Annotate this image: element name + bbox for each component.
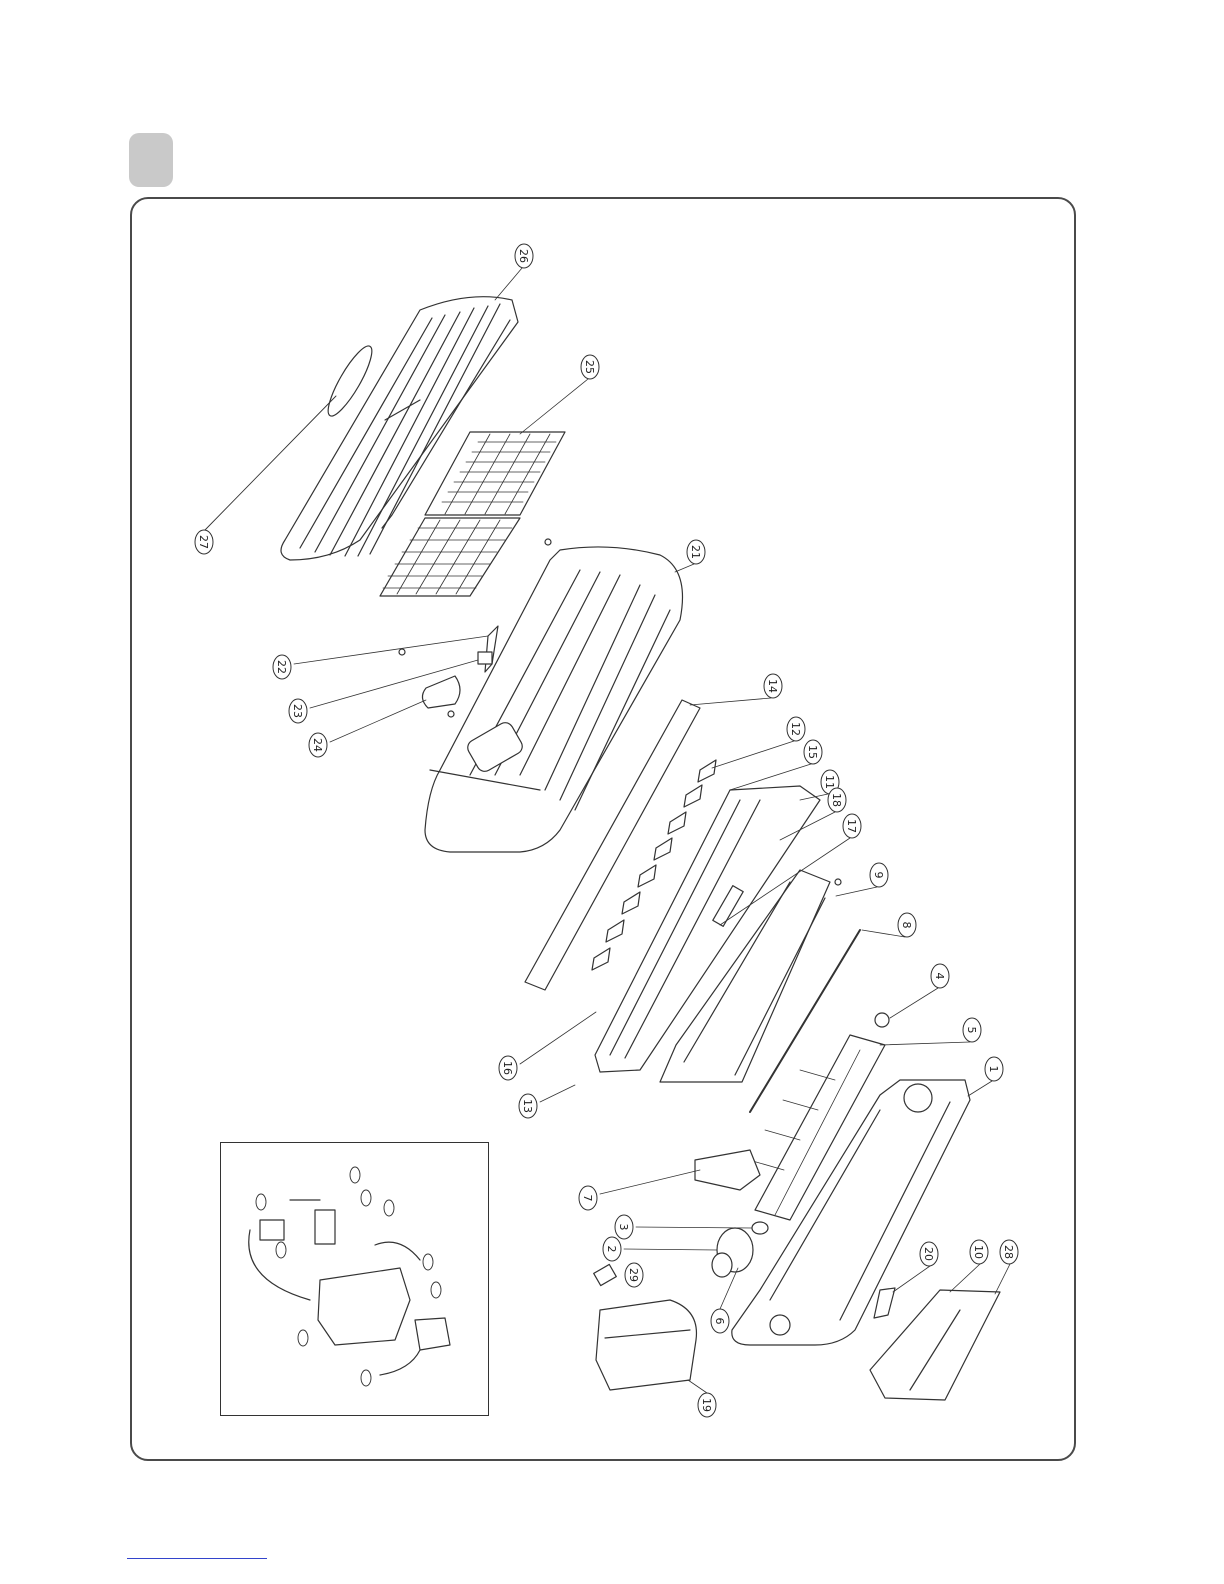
callout-5: 5	[963, 1018, 981, 1042]
callout-number: 3	[617, 1224, 630, 1231]
callout-26: 26	[515, 244, 533, 268]
clip-29	[594, 1264, 617, 1285]
callout-number: 19	[700, 1398, 713, 1412]
callout-number: 16	[501, 1061, 514, 1075]
callout-19: 19	[698, 1393, 716, 1417]
callout-4: 4	[931, 964, 949, 988]
callout-18: 18	[828, 788, 846, 812]
footer-rule	[127, 1558, 267, 1559]
callout-23: 23	[289, 699, 307, 723]
callout-9: 9	[870, 863, 888, 887]
callout-number: 2	[605, 1246, 618, 1253]
callout-3: 3	[615, 1215, 633, 1239]
callout-number: 28	[1002, 1245, 1015, 1259]
inset-wiring	[249, 1200, 450, 1375]
callout-number: 17	[845, 819, 858, 833]
callout-number: 1	[987, 1066, 1000, 1073]
callout-number: 10	[972, 1245, 985, 1259]
callout-number: 23	[291, 704, 304, 718]
callout-14: 14	[764, 674, 782, 698]
callout-12: 12	[787, 717, 805, 741]
callout-27: 27	[195, 530, 213, 554]
callout-6: 6	[711, 1309, 729, 1333]
callout-number: 18	[830, 793, 843, 807]
callout-21: 21	[687, 540, 705, 564]
rubber-ring	[752, 1222, 768, 1234]
callout-number: 24	[311, 738, 324, 752]
callout-25: 25	[581, 355, 599, 379]
callout-number: 21	[689, 545, 702, 559]
motor-bracket	[695, 1150, 760, 1190]
callout-22: 22	[273, 655, 291, 679]
callout-2: 2	[603, 1237, 621, 1261]
callout-number: 4	[933, 973, 946, 980]
fan-motor	[712, 1228, 753, 1277]
callout-number: 5	[965, 1027, 978, 1034]
callout-7: 7	[579, 1186, 597, 1210]
callout-number: 9	[872, 872, 885, 879]
callout-number: 7	[581, 1195, 594, 1202]
electrical-box	[596, 1300, 696, 1390]
pipe-clip	[874, 1288, 895, 1318]
callout-number: 29	[627, 1268, 640, 1282]
callout-number: 6	[713, 1318, 726, 1325]
callout-number: 26	[517, 249, 530, 263]
callout-1: 1	[985, 1057, 1003, 1081]
callout-number: 25	[583, 360, 596, 374]
callout-number: 15	[806, 745, 819, 759]
callout-24: 24	[309, 733, 327, 757]
callout-number: 8	[900, 922, 913, 929]
callout-number: 20	[922, 1247, 935, 1261]
fan-bearing	[875, 1013, 889, 1027]
callout-13: 13	[519, 1094, 537, 1118]
callout-17: 17	[843, 814, 861, 838]
callout-number: 22	[275, 660, 288, 674]
callout-10: 10	[970, 1240, 988, 1264]
callout-number: 12	[789, 722, 802, 736]
callout-28: 28	[1000, 1240, 1018, 1264]
callout-15: 15	[804, 740, 822, 764]
callout-number: 11	[823, 775, 836, 789]
callout-number: 14	[766, 679, 779, 693]
callout-29: 29	[625, 1263, 643, 1287]
callout-16: 16	[499, 1056, 517, 1080]
callout-8: 8	[898, 913, 916, 937]
callout-20: 20	[920, 1242, 938, 1266]
callout-number: 13	[521, 1099, 534, 1113]
callout-number: 27	[197, 535, 210, 549]
